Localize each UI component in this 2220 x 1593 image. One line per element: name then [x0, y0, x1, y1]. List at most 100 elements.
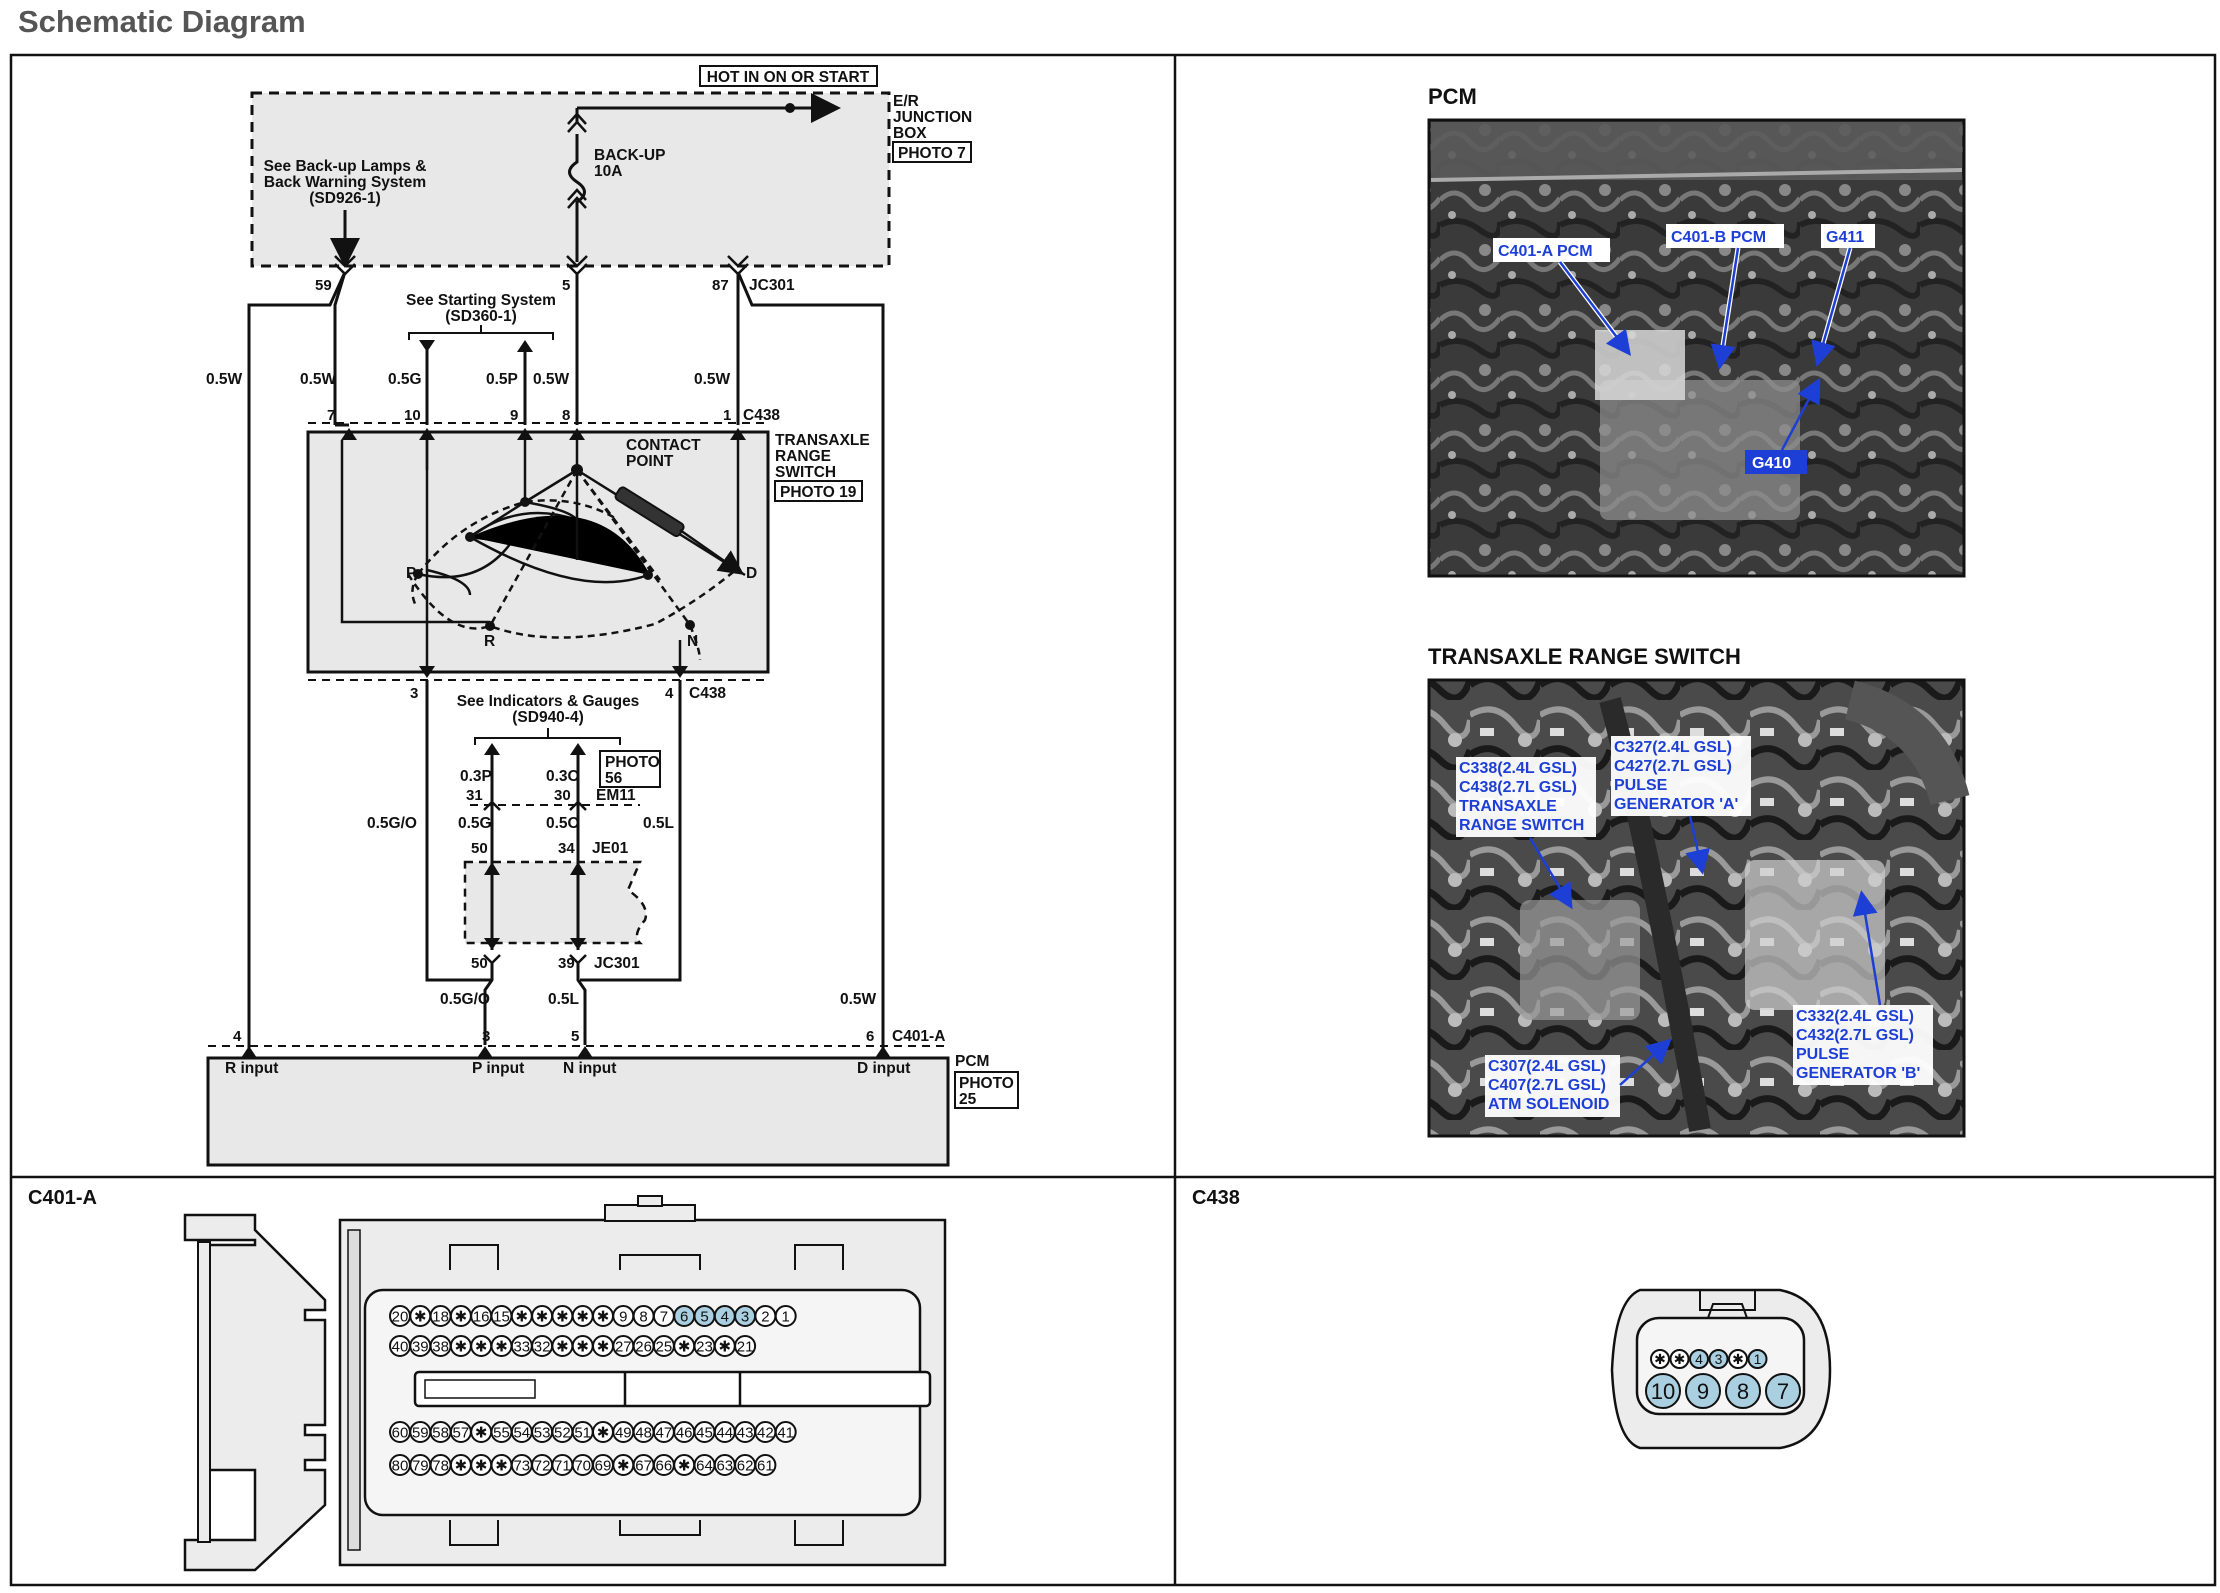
callout-c401a-pcm-text: C401-A PCM: [1498, 243, 1593, 260]
c401a-pin-label: 8: [639, 1308, 647, 1325]
c401a-pin-label: ✱: [556, 1338, 569, 1355]
callout-g411-text: G411: [1826, 229, 1864, 246]
c401a-pin-label: 47: [656, 1424, 673, 1441]
hot-label: HOT IN ON OR START: [707, 69, 870, 86]
pcm-photo-box: [954, 1071, 1019, 1109]
pcm-label-schematic: PCM: [955, 1053, 989, 1070]
c401a-pin-label: 66: [656, 1457, 673, 1474]
c438-pin-socket: [1669, 1349, 1690, 1369]
pin-31: 31: [466, 787, 483, 804]
wire-color-go2: 0.5G/O: [440, 991, 490, 1008]
c438-pin-label: 8: [1737, 1379, 1749, 1404]
svg-text:ATM SOLENOID: ATM SOLENOID: [1488, 1096, 1609, 1113]
wire-color-l1: 0.5L: [643, 815, 674, 832]
svg-text:TRANSAXLE: TRANSAXLE: [1459, 798, 1557, 815]
pin-4-c438: 4: [665, 685, 674, 702]
svg-text:GENERATOR 'A': GENERATOR 'A': [1614, 796, 1738, 813]
c401a-pin-label: 70: [574, 1457, 591, 1474]
pcm-box: [206, 1056, 950, 1167]
c401a-pin-label: 51: [574, 1424, 591, 1441]
c438-pin-label: ✱: [1732, 1351, 1744, 1367]
c401a-pin-label: ✱: [455, 1457, 468, 1474]
c401a-pin-label: ✱: [475, 1338, 488, 1355]
c401a-pin-label: ✱: [495, 1338, 508, 1355]
c401a-pin-label: 54: [513, 1424, 530, 1441]
svg-text:C338(2.4L GSL): C338(2.4L GSL): [1459, 760, 1577, 777]
pin-50-jc301: 50: [471, 955, 488, 972]
indicators-line-1: See Indicators & Gauges: [457, 693, 640, 710]
svg-text:PULSE: PULSE: [1614, 777, 1668, 794]
photo56-label-2: 56: [605, 770, 623, 787]
c438-pin-socket: [1728, 1349, 1748, 1369]
callout-c401b-pcm: [1666, 224, 1784, 248]
wire-color-w4: 0.5W: [694, 371, 731, 388]
wire-color-p3: 0.3P: [460, 768, 492, 785]
er-box-label-2: JUNCTION: [893, 109, 972, 126]
c401a-pin-label: ✱: [576, 1308, 589, 1325]
c401a-pin-label: 57: [453, 1424, 470, 1441]
c438-label-bottom: C438: [689, 685, 726, 702]
c401a-pin-label: 64: [696, 1457, 713, 1474]
position-d: D: [746, 565, 757, 582]
callout-c338: C338(2.4L GSL) C438(2.7L GSL) TRANSAXLE …: [1456, 757, 1596, 837]
fuse-icon: [568, 134, 586, 262]
c401a-pin-label: 6: [680, 1308, 688, 1325]
c401a-pin-label: 15: [493, 1308, 510, 1325]
c438-pin-label: 3: [1715, 1351, 1723, 1367]
c401a-pin-label: 58: [432, 1424, 449, 1441]
pcm-photo-panel: PCM C401-A PCM C401-B PCM G411 G410: [1427, 84, 1966, 578]
wire-color-p1: 0.5P: [486, 371, 518, 388]
c401a-pin-label: 53: [534, 1424, 551, 1441]
wire-color-w2: 0.5W: [300, 371, 337, 388]
pcm-input-n: N input: [563, 1060, 616, 1077]
trs-photo-box: [774, 480, 863, 502]
c401a-pin-label: 5: [700, 1308, 708, 1325]
svg-text:C332(2.4L GSL): C332(2.4L GSL): [1796, 1008, 1914, 1025]
c401a-pin-label: ✱: [475, 1424, 488, 1441]
c438-pin-socket: [1689, 1349, 1709, 1369]
c401a-pin-label: 39: [412, 1338, 429, 1355]
c401a-pin-label: 73: [513, 1457, 530, 1474]
position-p: P: [406, 565, 416, 582]
pin-7: 7: [327, 407, 335, 424]
callout-c401a-pcm: [1493, 238, 1610, 262]
c401a-pin-label: ✱: [414, 1308, 427, 1325]
pin-50: 50: [471, 840, 488, 857]
fuse-label-2: 10A: [594, 163, 622, 180]
contact-point-label-2: POINT: [626, 453, 674, 470]
er-photo-box: [892, 141, 972, 163]
pin-34: 34: [558, 840, 575, 857]
c401a-pin-label: ✱: [516, 1308, 529, 1325]
je01-label: JE01: [592, 840, 629, 857]
wire-color-w5: 0.5W: [840, 991, 877, 1008]
pin-4-c401a: 4: [233, 1028, 242, 1045]
wire-color-g2: 0.5G: [458, 815, 492, 832]
c401a-pin-label: 2: [761, 1308, 769, 1325]
pcm-photo-label-1: PHOTO: [959, 1075, 1014, 1092]
c401a-pin-label: 1: [782, 1308, 790, 1325]
trs-label-3: SWITCH: [775, 464, 836, 481]
c401a-pin-label: 3: [741, 1308, 749, 1325]
pin-30: 30: [554, 787, 571, 804]
transaxle-range-switch-box: [306, 430, 770, 674]
trs-label-2: RANGE: [775, 448, 831, 465]
c401a-pin-label: 59: [412, 1424, 429, 1441]
c401a-pin-label: ✱: [536, 1308, 549, 1325]
pin-5-c401a: 5: [571, 1028, 579, 1045]
c401a-pin-socket: [734, 1335, 757, 1357]
c401a-pin-label: 33: [513, 1338, 530, 1355]
photo56-label-1: PHOTO: [605, 754, 660, 771]
svg-text:GENERATOR 'B': GENERATOR 'B': [1796, 1065, 1920, 1082]
c401a-pin-label: 60: [392, 1424, 409, 1441]
c401a-pin-label: 18: [432, 1308, 449, 1325]
callout-g410: [1745, 450, 1807, 474]
c438-pin-label: 4: [1695, 1351, 1703, 1367]
c401a-pin-label: 20: [392, 1308, 409, 1325]
wire-color-l2: 0.5L: [548, 991, 579, 1008]
pin-1: 1: [723, 407, 731, 424]
c401a-pin-socket: [754, 1454, 777, 1476]
c401a-pin-label: 43: [737, 1424, 754, 1441]
